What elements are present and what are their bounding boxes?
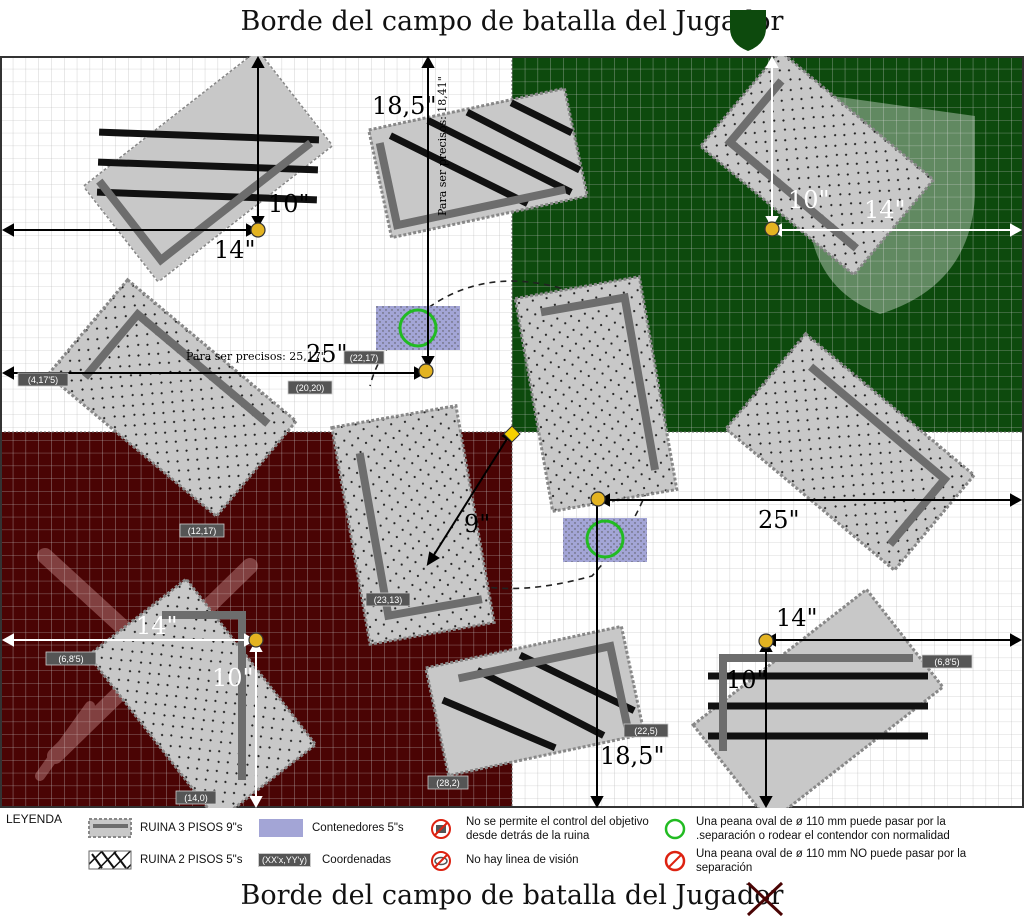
coord-tag: (22,17)	[350, 353, 379, 363]
ruin-2-storey-bottom-mid	[423, 624, 647, 778]
coord-tag: (6,8'5)	[58, 654, 83, 664]
precise-center-left: Para ser precisos: 25,17"	[186, 350, 326, 363]
measure-bottom-mid-v: 18,5"	[600, 742, 664, 770]
measure-bottom-left-h: 14"	[136, 612, 178, 640]
base-pass-marker-top	[398, 308, 438, 348]
ruin-3-storey-mid-left	[45, 277, 299, 519]
board-title-bottom: Borde del campo de batalla del Jugador	[0, 880, 1024, 917]
base-pass-icon	[664, 818, 686, 840]
measure-top-right-v: 10"	[788, 186, 830, 214]
measure-bottom-left-v: 10"	[212, 664, 254, 692]
container-bottom	[563, 518, 647, 562]
coord-tag: (28,2)	[436, 778, 460, 788]
container-swatch	[259, 819, 303, 837]
ruin-3-storey-mid-right	[723, 331, 977, 573]
ruin3-swatch	[88, 818, 132, 838]
legend-ruin2: RUINA 2 PISOS 5"s	[140, 854, 243, 866]
objective-marker-center-top	[418, 363, 434, 379]
ruin-2-storey-top-mid	[366, 86, 590, 240]
measure-bottom-right-v: 10"	[726, 666, 768, 694]
measure-top-left-h: 14"	[214, 236, 256, 264]
shield-icon	[730, 10, 766, 51]
ruin-3-storey-center-left	[330, 403, 496, 647]
legend-coords: Coordenadas	[322, 854, 392, 866]
container-top	[376, 306, 460, 350]
board-title-top: Borde del campo de batalla del Jugador	[0, 6, 1024, 51]
measure-bottom-right-h: 14"	[776, 604, 818, 632]
objective-marker-center-bottom	[590, 491, 606, 507]
coord-tag: (6,8'5)	[934, 657, 959, 667]
coord-tag: (4,17'5)	[28, 375, 58, 385]
legend: LEYENDA RUINA 3 PISOS 9"s RUINA 2 PISOS …	[0, 808, 1024, 882]
legend-no-los: No hay linea de visión	[466, 854, 579, 866]
crossed-swords-icon	[746, 881, 784, 917]
objective-marker-top-left	[250, 222, 266, 238]
no-line-of-sight-icon	[431, 851, 451, 871]
ruin2-swatch	[88, 850, 132, 870]
legend-containers: Contenedores 5"s	[312, 822, 404, 834]
coord-tag: (22,5)	[634, 726, 658, 736]
legend-base-no-pass: Una peana oval de ø 110 mm NO puede pasa…	[696, 848, 967, 874]
objective-marker-top-right	[764, 221, 780, 237]
measure-top-left-v: 10"	[268, 190, 310, 218]
ruin-3-storey-top-right	[698, 56, 936, 277]
objective-marker-bottom-left	[248, 632, 264, 648]
ruin-2-storey-top-left	[82, 56, 334, 284]
no-control-icon	[431, 819, 451, 839]
legend-ruin3: RUINA 3 PISOS 9"s	[140, 822, 243, 834]
measure-top-right-h: 14"	[864, 196, 906, 224]
legend-no-control: No se permite el control del objetivo de…	[466, 816, 649, 842]
base-pass-marker-bottom	[585, 519, 625, 559]
legend-heading: LEYENDA	[6, 812, 63, 826]
battlefield-map: 10" 14" 18,5" 10" 14" 25" 9" 25" 14" 10"…	[0, 56, 1024, 808]
coord-tag: (23,13)	[374, 595, 403, 605]
center-objective-marker	[503, 425, 521, 443]
title-bottom-text: Borde del campo de batalla del Jugador	[240, 880, 784, 911]
coord-tag: (14,0)	[184, 793, 208, 803]
measure-center-diag: 9"	[464, 510, 490, 538]
measure-center-right-h: 25"	[758, 506, 800, 534]
objective-marker-bottom-right	[758, 633, 774, 649]
title-top-text: Borde del campo de batalla del Jugador	[240, 6, 784, 37]
precise-top-mid: Para ser precisos: 18,41"	[436, 76, 449, 216]
coords-swatch: (XX'x,YY'y)	[258, 853, 311, 867]
base-no-pass-icon	[664, 850, 686, 872]
measure-center-left-h: 25"	[306, 340, 348, 368]
coord-tag: (12,17)	[188, 526, 217, 536]
measure-top-mid-v: 18,5"	[372, 92, 436, 120]
ruin-2-storey-bottom-right	[691, 587, 945, 808]
coord-tag: (20,20)	[296, 383, 325, 393]
legend-base-pass: Una peana oval de ø 110 mm puede pasar p…	[696, 816, 950, 842]
ruin-3-storey-center-right	[513, 274, 679, 514]
